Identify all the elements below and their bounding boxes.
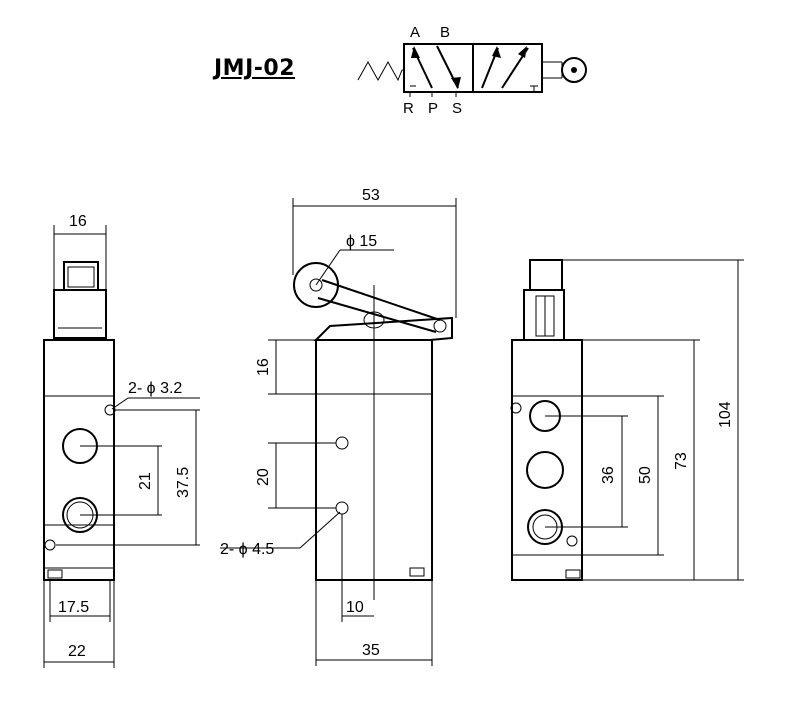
port-label-s: S: [452, 100, 462, 117]
front-view: 53 ϕ 15 16 20 2- ϕ 4.5 10 35: [220, 187, 457, 666]
dim-right-port-spacing: 36: [600, 466, 617, 484]
dim-front-hole-spacing: 20: [255, 468, 272, 486]
dim-front-hole-offset: 10: [346, 599, 364, 616]
valve-symbol: A B R P S: [357, 24, 587, 117]
dim-left-top-width: 16: [69, 213, 87, 230]
left-view: 16 2- ϕ 3.2 21 37.5 17.5 22: [43, 213, 200, 668]
port-label-b: B: [440, 24, 450, 41]
dim-front-body-width: 35: [362, 642, 380, 659]
dim-left-overall-width: 22: [68, 643, 86, 660]
dim-front-lever-height: 16: [255, 358, 272, 376]
dim-right-port-span: 50: [637, 466, 654, 484]
dim-left-port-spacing: 21: [137, 472, 154, 490]
port-label-r: R: [403, 100, 414, 117]
dim-front-hole-callout: 2- ϕ 4.5: [220, 541, 274, 558]
dim-right-body-height: 73: [673, 452, 690, 470]
dim-front-roller-diameter: ϕ 15: [346, 233, 377, 250]
port-label-a: A: [410, 24, 420, 41]
dim-left-bottom-inner: 17.5: [58, 599, 89, 616]
model-title: JMJ-02: [214, 56, 296, 81]
dim-left-hole-spacing: 37.5: [175, 467, 192, 498]
dim-left-hole-callout: 2- ϕ 3.2: [128, 380, 182, 397]
dim-right-overall-height: 104: [717, 401, 734, 428]
port-label-p: P: [428, 100, 438, 117]
dim-front-overall-top: 53: [362, 187, 380, 204]
right-view: 36 50 73 104: [510, 259, 744, 581]
